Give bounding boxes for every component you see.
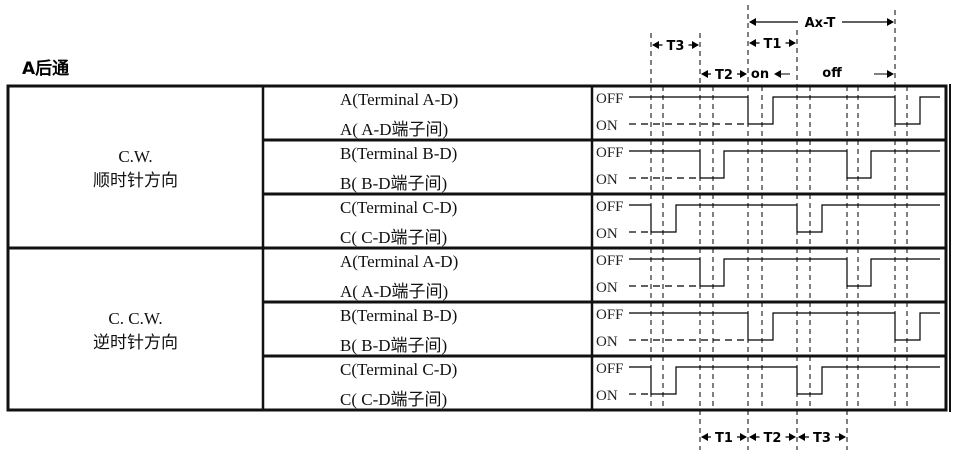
terminal-name: A(Terminal A-D) <box>340 90 459 109</box>
t3-bottom-annotation-label: T3 <box>813 431 831 446</box>
on-level-label: ON <box>596 388 618 404</box>
terminal-name: A(Terminal A-D) <box>340 252 459 271</box>
diagram-title: A后通 <box>22 59 70 79</box>
terminal-name-zh: A( A-D端子间) <box>340 282 449 301</box>
direction-ccw: C. C.W. 逆时针方向 <box>8 307 263 355</box>
t2-top-annotation-arrowhead <box>701 70 708 78</box>
t3-top-annotation-label: T3 <box>667 39 685 54</box>
t3-bottom-annotation-arrowhead <box>798 433 805 441</box>
terminal-name-zh: B( B-D端子间) <box>340 174 448 193</box>
off-level-label: OFF <box>596 145 624 161</box>
terminal-name-zh: B( B-D端子间) <box>340 336 448 355</box>
off-level-label: OFF <box>596 199 624 215</box>
terminal-name-zh: C( C-D端子间) <box>340 390 448 409</box>
terminal-name-zh: A( A-D端子间) <box>340 120 449 139</box>
signal-waveform <box>629 312 940 341</box>
t2-top-annotation-label-bg <box>711 66 737 82</box>
t2-bottom-annotation-arrowhead <box>749 433 756 441</box>
off-level-label: OFF <box>596 91 624 107</box>
on-level-label: ON <box>596 172 618 188</box>
signal-waveform <box>629 204 940 233</box>
off-level-label: OFF <box>596 361 624 377</box>
terminal-name: B(Terminal B-D) <box>340 144 458 163</box>
ax-t-annotation-label-bg <box>798 14 842 30</box>
signal-waveform <box>629 96 940 125</box>
t3-bottom-annotation-arrowhead <box>839 433 846 441</box>
t2-bottom-annotation-label-bg <box>759 429 786 445</box>
t1-top-annotation-arrowhead <box>749 39 756 47</box>
t1-top-annotation-label-bg <box>759 35 786 51</box>
ax-t-annotation-label: Ax-T <box>805 16 836 31</box>
on-arrowhead <box>774 70 781 78</box>
signal-waveform <box>629 258 940 287</box>
direction-cw-en: C.W. <box>118 147 153 166</box>
direction-cw: C.W. 顺时针方向 <box>8 145 263 193</box>
t3-top-annotation-arrowhead <box>652 41 659 49</box>
ax-t-annotation-arrowhead <box>749 18 756 26</box>
t2-bottom-annotation-label: T2 <box>764 431 782 446</box>
ax-t-annotation-arrowhead <box>887 18 894 26</box>
direction-ccw-en: C. C.W. <box>108 309 163 328</box>
t3-top-annotation-arrowhead <box>692 41 699 49</box>
t2-top-annotation-arrowhead <box>740 70 747 78</box>
off-level-label: OFF <box>596 253 624 269</box>
terminal-name: C(Terminal C-D) <box>340 360 458 379</box>
t1-bottom-annotation-arrowhead <box>701 433 708 441</box>
t1-bottom-annotation-label-bg <box>711 429 737 445</box>
on-level-label: ON <box>596 118 618 134</box>
signal-waveform <box>629 366 940 395</box>
off-annotation-label: off <box>822 66 842 81</box>
direction-cw-zh: 顺时针方向 <box>93 171 178 190</box>
terminal-name-zh: C( C-D端子间) <box>340 228 448 247</box>
t1-top-annotation-arrowhead <box>789 39 796 47</box>
off-arrowhead <box>887 70 894 78</box>
t1-top-annotation-label: T1 <box>764 37 782 52</box>
t3-top-annotation-label-bg <box>662 37 689 53</box>
on-level-label: ON <box>596 334 618 350</box>
terminal-name: B(Terminal B-D) <box>340 306 458 325</box>
on-level-label: ON <box>596 226 618 242</box>
on-level-label: ON <box>596 280 618 296</box>
off-level-label: OFF <box>596 307 624 323</box>
t3-bottom-annotation-label-bg <box>809 429 835 445</box>
t2-bottom-annotation-arrowhead <box>789 433 796 441</box>
on-annotation-label: on <box>751 67 769 82</box>
t1-bottom-annotation-label: T1 <box>715 431 733 446</box>
t2-top-annotation-label: T2 <box>715 68 733 83</box>
direction-ccw-zh: 逆时针方向 <box>93 333 178 352</box>
terminal-name: C(Terminal C-D) <box>340 198 458 217</box>
t1-bottom-annotation-arrowhead <box>740 433 747 441</box>
signal-waveform <box>629 150 940 179</box>
